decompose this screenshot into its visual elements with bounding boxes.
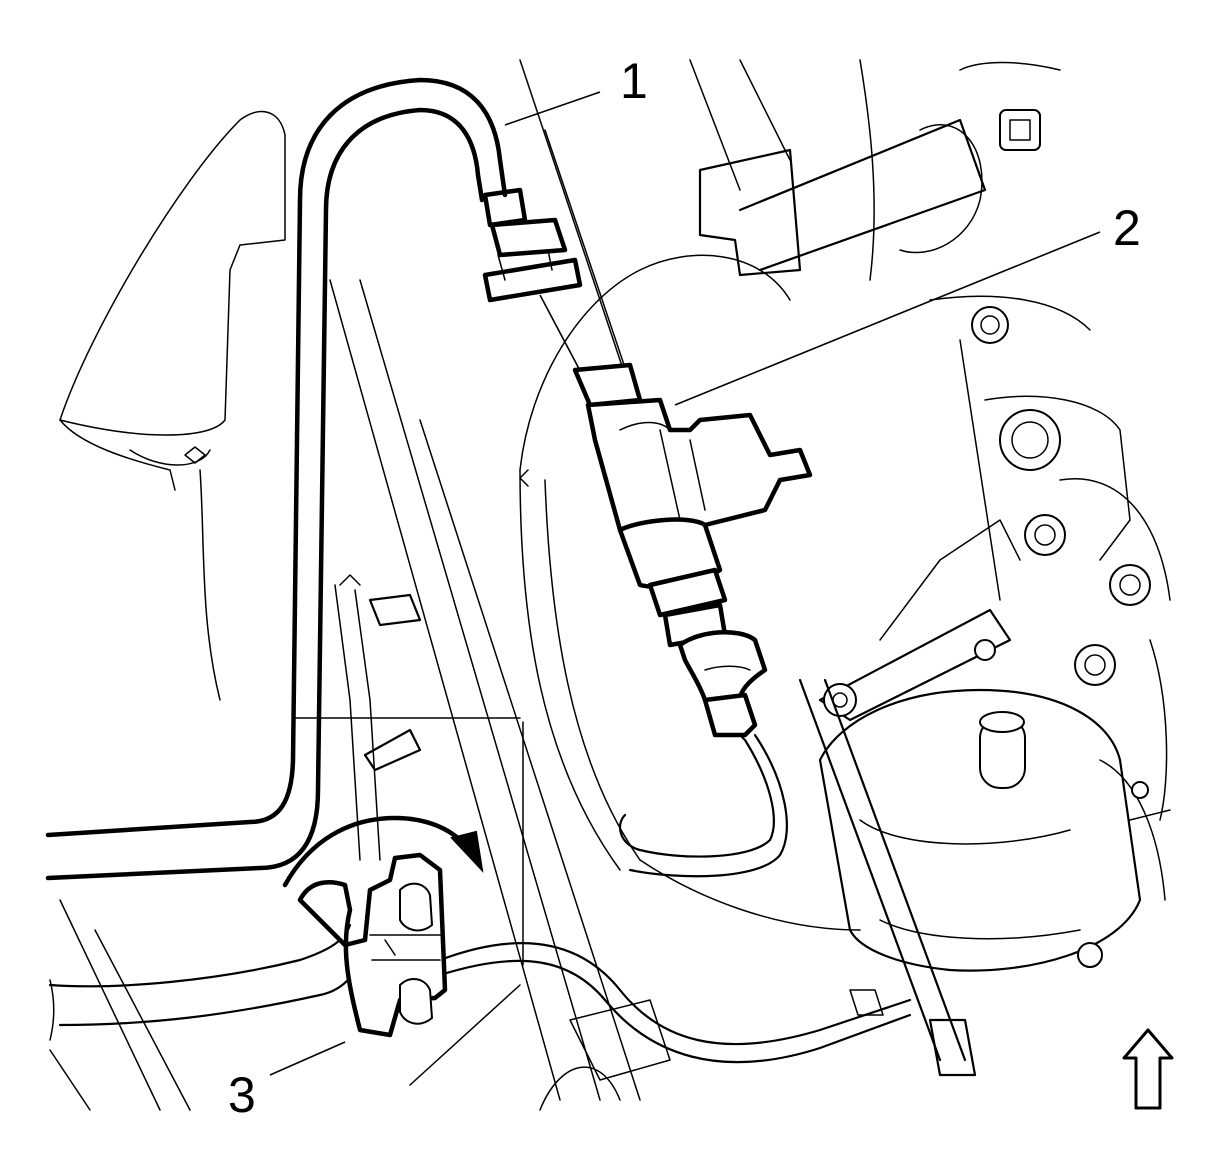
- callout-label-1: 1: [620, 53, 648, 109]
- callout-label-3: 3: [228, 1067, 256, 1123]
- wiring-harness: [45, 77, 583, 881]
- callout-3-leader: [269, 1041, 346, 1076]
- inset-detail: [48, 717, 524, 1086]
- callout-2-leader: [674, 231, 1101, 406]
- up-arrow-icon: [1122, 1028, 1174, 1110]
- callout-1-leader: [504, 91, 601, 126]
- background-linework: [49, 59, 1171, 1111]
- callout-label-2: 2: [1113, 200, 1141, 256]
- brake-pedal-position-sensor: [539, 294, 813, 878]
